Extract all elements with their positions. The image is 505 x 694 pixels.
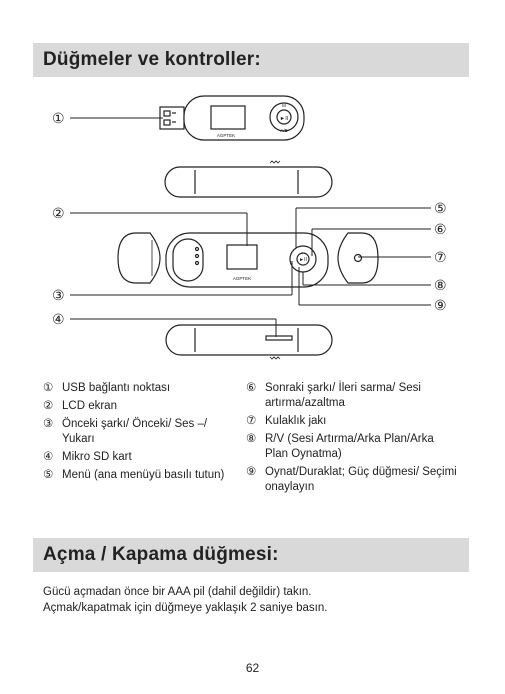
legend-item: ④ Mikro SD kart (43, 450, 243, 465)
legend-item: ⑧ R/V (Sesi Artırma/Arka Plan/Arka Plan O… (246, 432, 445, 462)
legend-num: ⑨ (246, 466, 257, 478)
section-title-power: Açma / Kapama düğmesi: (33, 538, 469, 572)
legend-text: Önceki şarkı/ Önceki/ Ses –/ Yukarı (62, 418, 208, 445)
device-side-view-upper (164, 160, 333, 198)
legend-num: ⑤ (43, 469, 54, 481)
callout-4: ④ (52, 311, 65, 327)
legend-num: ① (43, 382, 54, 394)
device-diagram: ►II M A/B AGPTEK ►II AGPTEK (52, 95, 447, 360)
legend-num: ⑥ (246, 382, 257, 394)
device-front-view (117, 232, 379, 288)
legend-text: Sonraki şarkı/ İleri sarma/ Sesi artırma… (265, 382, 421, 409)
legend-num: ⑦ (246, 415, 257, 427)
callout-1: ① (52, 110, 65, 126)
legend-item: ① USB bağlantı noktası (43, 381, 243, 396)
play-symbol-top: ►II (280, 116, 289, 122)
legend-text: LCD ekran (62, 400, 117, 412)
device-side-view-lower (165, 324, 333, 360)
callout-8: ⑧ (434, 277, 447, 293)
legend-item: ⑨ Oynat/Duraklat; Güç düğmesi/ Seçimi ona… (246, 465, 461, 495)
legend-text: Oynat/Duraklat; Güç düğmesi/ Seçimi onay… (265, 466, 457, 493)
callout-2: ② (52, 205, 65, 221)
legend-item: ③ Önceki şarkı/ Önceki/ Ses –/ Yukarı (43, 417, 237, 447)
legend-item: ⑥ Sonraki şarkı/ İleri sarma/ Sesi artırm… (246, 381, 461, 411)
legend-num: ② (43, 400, 54, 412)
callout-7: ⑦ (434, 249, 447, 265)
callout-6: ⑥ (434, 221, 447, 237)
callout-5: ⑤ (434, 200, 447, 216)
menu-symbol-top: M (282, 103, 286, 108)
legend-right: ⑥ Sonraki şarkı/ İleri sarma/ Sesi artırm… (246, 381, 461, 498)
ab-symbol-top: A/B (280, 128, 287, 133)
brand-label-top: AGPTEK (217, 133, 235, 138)
callout-3: ③ (52, 287, 65, 303)
legend-text: Menü (ana menüyü basılı tutun) (62, 469, 225, 481)
legend-text: R/V (Sesi Artırma/Arka Plan/Arka Plan Oy… (265, 433, 434, 460)
power-instruction-1: Gücü açmadan önce bir AAA pil (dahil değ… (43, 586, 312, 598)
legend-num: ⑧ (246, 433, 257, 445)
section-title-controls: Düğmeler ve kontroller: (33, 43, 469, 77)
brand-label-front: AGPTEK (233, 276, 251, 281)
legend-left: ① USB bağlantı noktası ② LCD ekran ③ Önceki… (43, 381, 243, 486)
power-instruction-2: Açmak/kapatmak için düğmeye yaklaşık 2 s… (43, 602, 328, 614)
legend-text: Kulaklık jakı (265, 415, 327, 427)
legend-item: ⑦ Kulaklık jakı (246, 414, 461, 429)
legend-item: ② LCD ekran (43, 399, 243, 414)
callout-9: ⑨ (434, 297, 447, 313)
device-top-view (159, 95, 305, 141)
callout-lines (70, 117, 431, 337)
legend-num: ③ (43, 418, 54, 430)
legend-text: Mikro SD kart (62, 451, 132, 463)
legend-num: ④ (43, 451, 54, 463)
legend-text: USB bağlantı noktası (62, 382, 171, 394)
page-number: 62 (245, 661, 260, 675)
play-symbol-front: ►II (299, 257, 307, 263)
legend-item: ⑤ Menü (ana menüyü basılı tutun) (43, 468, 237, 483)
